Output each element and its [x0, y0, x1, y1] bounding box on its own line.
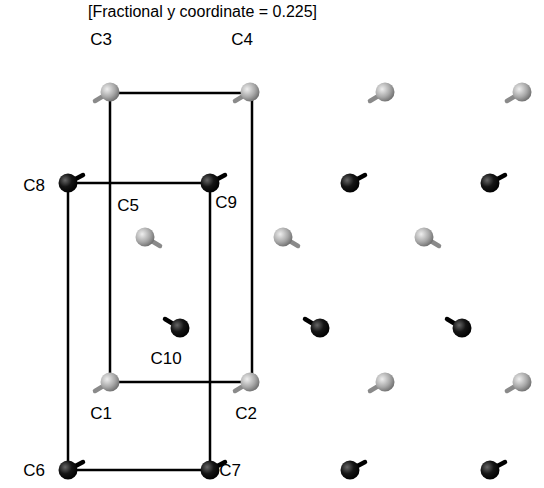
carbon-atom: [376, 83, 395, 102]
atom-label: C9: [215, 194, 237, 211]
carbon-atom: [376, 373, 395, 392]
carbon-atom: [241, 83, 260, 102]
atom-group: [59, 83, 532, 480]
carbon-atom: [241, 373, 260, 392]
carbon-atom: [274, 228, 293, 247]
carbon-atom: [59, 461, 78, 480]
carbon-atom: [415, 228, 434, 247]
atom-label: C8: [23, 177, 45, 194]
carbon-atom: [101, 373, 120, 392]
carbon-atom: [341, 174, 360, 193]
carbon-atom: [59, 174, 78, 193]
carbon-atom: [136, 228, 155, 247]
atom-label: C4: [231, 31, 253, 48]
carbon-atom: [481, 461, 500, 480]
atom-label: C5: [117, 197, 139, 214]
atom-label: C6: [23, 462, 45, 479]
carbon-atom: [171, 319, 190, 338]
carbon-atom: [101, 83, 120, 102]
carbon-atom: [311, 319, 330, 338]
atom-label: C3: [90, 31, 112, 48]
atom-label: C2: [235, 405, 257, 422]
atom-label: C10: [150, 350, 181, 367]
diagram-title: [Fractional y coordinate = 0.225]: [88, 3, 317, 21]
carbon-atom: [201, 174, 220, 193]
atom-label: C1: [90, 405, 112, 422]
carbon-atom: [453, 319, 472, 338]
atom-label: C7: [219, 462, 241, 479]
carbon-atom: [201, 461, 220, 480]
unit-cell-outline: [68, 93, 252, 470]
carbon-atom: [481, 174, 500, 193]
carbon-atom: [341, 461, 360, 480]
carbon-atom: [513, 373, 532, 392]
carbon-atom: [513, 83, 532, 102]
